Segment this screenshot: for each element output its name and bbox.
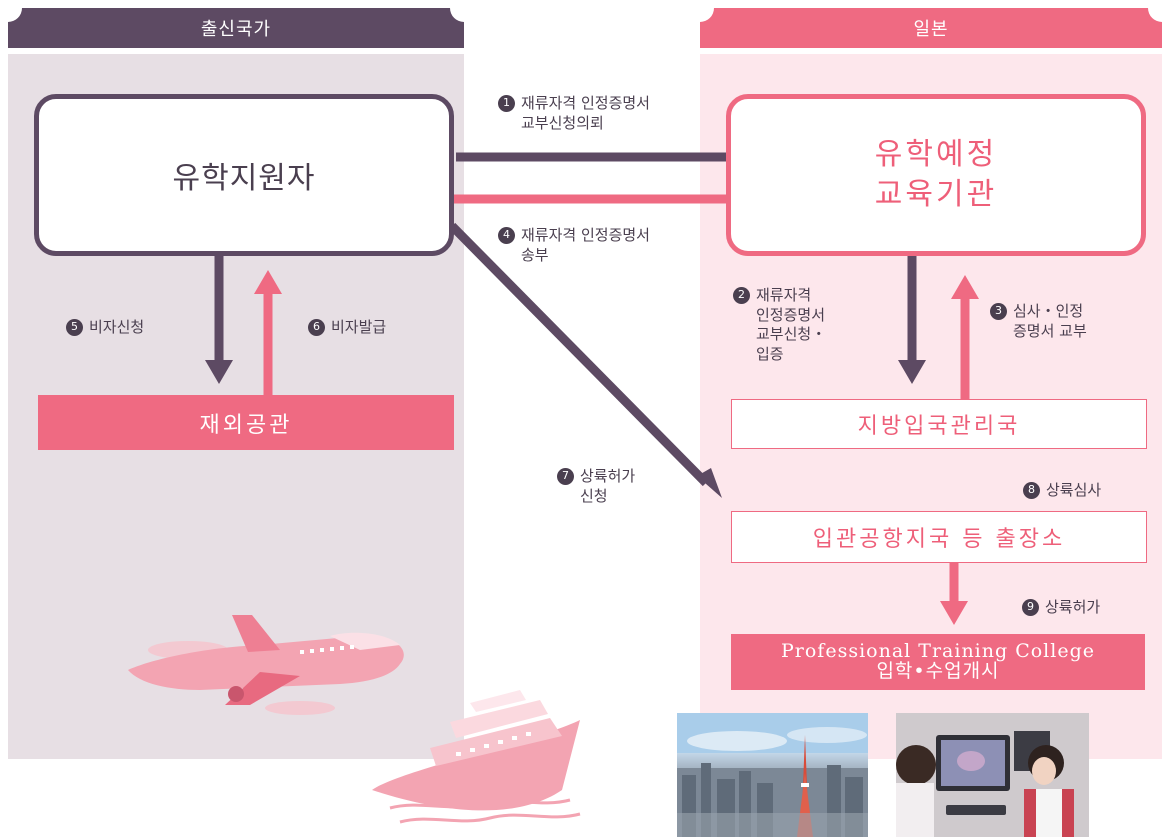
arrow-step-5 [205,256,233,384]
step-2-line: 교부신청・ [756,325,827,343]
step-8-label: 8 상륙심사 [1023,481,1101,501]
step-2-line: 재류자격 [756,286,812,304]
step-9-label: 9 상륙허가 [1022,598,1100,618]
step-6-number: 6 [308,319,325,336]
origin-country-header: 출신국가 [8,8,464,48]
step-4-line: 재류자격 인정증명서 [521,226,650,244]
step-7-label: 7 상륙허가 신청 [557,467,635,506]
step-3-label: 3 심사・인정 증명서 교부 [990,302,1087,341]
college-label-line1: Professional Training College [781,640,1095,663]
step-2-line: 인정증명서 [756,305,826,324]
airport-office-label: 입관공항지국 등 출장소 [812,527,1066,552]
step-3-number: 3 [990,303,1007,320]
step-4-line: 송부 [521,245,549,264]
step-1-line: 재류자격 인정증명서 [521,94,650,112]
college-label-line2: 입학•수업개시 [876,660,1000,682]
japan-label: 일본 [913,19,949,40]
step-8-number: 8 [1023,482,1040,499]
cruise-ship-illustration [372,690,581,824]
students-computer-photo [896,713,1089,837]
airplane-illustration [128,615,404,715]
applicant-label: 유학지원자 [172,161,316,196]
step-1-line: 교부신청의뢰 [521,113,604,132]
step-7-line: 신청 [580,486,608,505]
step-2-label: 2 재류자격 인정증명서 교부신청・ 입증 [733,286,826,364]
arrow-step-9 [940,561,968,625]
step-4-label: 4 재류자격 인정증명서 송부 [498,226,650,265]
step-9-number: 9 [1022,599,1039,616]
embassy-box: 재외공관 [38,395,454,450]
step-6-label: 6 비자발급 [308,318,386,338]
school-label-line2: 교육기관 [874,177,998,212]
arrow-step-3 [951,275,979,399]
step-6-line: 비자발급 [331,318,387,336]
step-8-line: 상륙심사 [1046,481,1102,499]
japan-header: 일본 [700,8,1162,48]
college-box: Professional Training College 입학•수업개시 [731,634,1145,690]
school-box: 유학예정 교육기관 [726,94,1146,256]
origin-country-label: 출신국가 [200,19,272,40]
applicant-box: 유학지원자 [34,94,454,256]
step-1-label: 1 재류자격 인정증명서 교부신청의뢰 [498,94,650,133]
airport-office-box: 입관공항지국 등 출장소 [731,511,1147,563]
immigration-bureau-label: 지방입국관리국 [857,414,1021,439]
step-3-line: 증명서 교부 [1013,321,1087,340]
step-7-number: 7 [557,468,574,485]
arrow-step-2 [898,256,926,384]
embassy-label: 재외공관 [199,412,293,438]
step-5-number: 5 [66,319,83,336]
step-1-number: 1 [498,95,515,112]
arrow-step-7 [448,222,722,498]
step-7-line: 상륙허가 [580,467,636,485]
step-3-line: 심사・인정 [1013,302,1084,320]
step-2-number: 2 [733,287,750,304]
tokyo-cityscape-photo [677,713,868,837]
school-label-line1: 유학예정 [874,136,998,172]
step-4-number: 4 [498,227,515,244]
immigration-bureau-box: 지방입국관리국 [731,399,1147,449]
step-9-line: 상륙허가 [1045,598,1101,616]
step-2-line: 입증 [756,344,784,363]
step-5-line: 비자신청 [89,318,145,336]
step-5-label: 5 비자신청 [66,318,144,338]
arrow-step-6 [254,270,282,395]
